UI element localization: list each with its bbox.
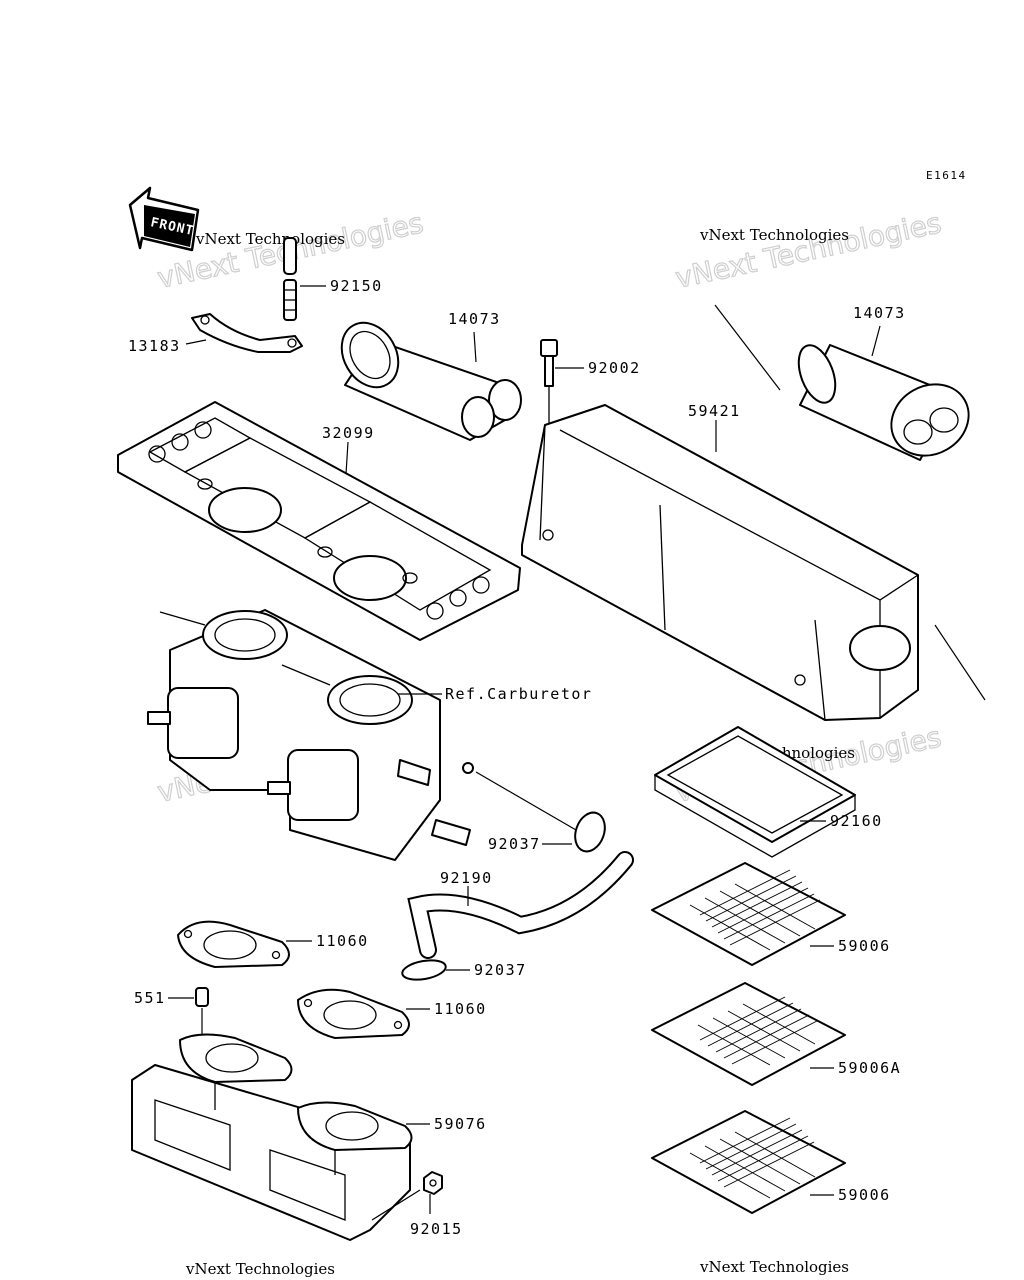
callout-59006-upper: 59006 [838, 937, 891, 955]
callout-14073-left: 14073 [448, 310, 501, 328]
callout-92002: 92002 [588, 359, 641, 377]
callout-59076: 59076 [434, 1115, 487, 1133]
intake-duct-14073-right [797, 344, 970, 461]
leader-32099 [345, 441, 349, 475]
pin-92150 [283, 237, 297, 321]
flame-arrester-screen-59006A [651, 982, 846, 1086]
diagram-code: E1614 [926, 169, 967, 182]
watermark-top-right: vNext Technologies vNext Technologies [672, 206, 945, 296]
callout-13183: 13183 [128, 337, 181, 355]
callout-59421: 59421 [688, 402, 741, 420]
air-box-cover-59421 [521, 404, 919, 721]
clamp-13183 [191, 313, 303, 353]
pointer-line-upper [714, 304, 781, 391]
intake-duct-14073-left [340, 321, 522, 441]
callout-92037-upper: 92037 [488, 835, 541, 853]
callout-551: 551 [134, 989, 166, 1007]
watermark-bottom-left: vNext Technologies [185, 1260, 335, 1278]
leader-13183 [185, 339, 207, 345]
carburetor-assembly [147, 609, 474, 861]
callout-92015: 92015 [410, 1220, 463, 1238]
watermark-text: vNext Technologies [699, 226, 849, 244]
nut-92015 [423, 1171, 443, 1195]
gasket-92160 [654, 726, 856, 858]
watermark-text: vNext Technologies [195, 230, 345, 248]
callout-11060-lower: 11060 [434, 1000, 487, 1018]
dowel-pin-551 [195, 987, 209, 1007]
leader-14073-left [473, 331, 477, 363]
hose-92190 [407, 851, 634, 959]
watermark-text: vNext Technologies [185, 1260, 335, 1278]
intake-manifold-59076 [131, 1033, 413, 1241]
callout-92160: 92160 [830, 812, 883, 830]
callout-92190: 92190 [440, 869, 493, 887]
gasket-11060-lower [297, 988, 410, 1039]
pointer-line-lower [934, 624, 986, 701]
callout-59006A: 59006A [838, 1059, 901, 1077]
watermark-text: vNext Technologies [699, 1258, 849, 1276]
callout-92037-lower: 92037 [474, 961, 527, 979]
hose-clip-92037-upper [574, 811, 606, 853]
callout-11060-upper: 11060 [316, 932, 369, 950]
callout-59006-lower: 59006 [838, 1186, 891, 1204]
watermark-bottom-right: vNext Technologies [699, 1258, 849, 1276]
callout-32099: 32099 [322, 424, 375, 442]
callout-14073-right: 14073 [853, 304, 906, 322]
flame-arrester-screen-59006-upper [651, 862, 846, 966]
pointer-line-clip [475, 771, 577, 831]
flame-arrester-screen-59006-lower [651, 1110, 846, 1214]
front-arrow-icon: FRONT [128, 186, 200, 252]
gasket-11060-upper [177, 920, 290, 968]
base-plate-32099 [117, 401, 521, 641]
leader-14073-right [871, 325, 881, 357]
pointer-line-nut [371, 1189, 421, 1221]
callout-ref-carburetor: Ref.Carburetor [445, 685, 592, 703]
watermark-outline: vNext Technologies [673, 206, 945, 295]
hose-clip-92037-lower [401, 959, 447, 981]
callout-92150: 92150 [330, 277, 383, 295]
